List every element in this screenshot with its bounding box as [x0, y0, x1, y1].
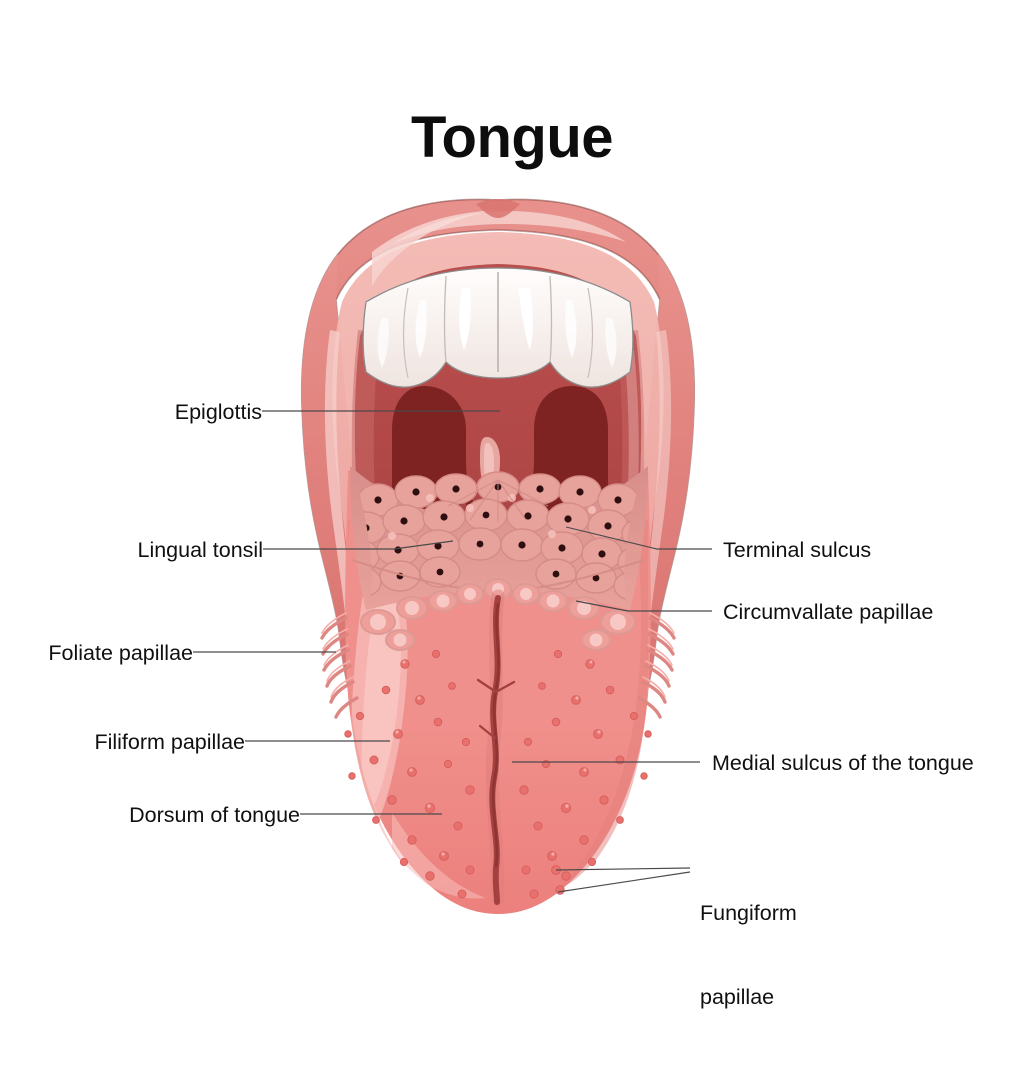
tongue-shade-right: [556, 520, 648, 890]
foliate-papillae-left: [320, 616, 359, 719]
tooth-gloss-4: [565, 300, 577, 358]
page-title: Tongue: [410, 105, 614, 170]
leader-terminal-sulcus: [565, 526, 712, 550]
foliate-papillae-right: [637, 616, 676, 719]
median-sulcus-core: [491, 602, 500, 868]
label-fungiform-line2: papillae: [700, 985, 775, 1009]
leader-lingual-tonsil: [263, 540, 454, 550]
tonsil-lobules: [352, 471, 644, 601]
median-sulcus-branch-2: [478, 724, 497, 740]
tongue-illustration: [193, 198, 712, 914]
tooth-divider-l1: [443, 275, 447, 363]
lip-highlight-left: [324, 330, 356, 640]
tooth-gloss-1: [459, 288, 471, 350]
median-sulcus-branch-1: [476, 678, 516, 694]
foliate-papillae-left-shade: [321, 612, 354, 698]
tooth-gloss-2: [518, 288, 533, 350]
median-sulcus-group: [476, 589, 516, 907]
tooth-gloss-6: [605, 318, 617, 368]
lip-highlight-top-2: [392, 211, 626, 244]
tooth-gloss-5: [377, 318, 389, 368]
label-circumvallate-papillae: Circumvallate papillae: [723, 600, 934, 624]
label-fungiform-line1: Fungiform: [700, 901, 797, 925]
lingual-tonsil-group: [350, 466, 648, 610]
leader-fungiform-a: [555, 867, 691, 871]
leader-lines: [193, 410, 712, 893]
tongue-group: [320, 466, 676, 914]
lip-cupids-bow: [476, 199, 520, 218]
label-terminal-sulcus: Terminal sulcus: [723, 538, 872, 562]
upper-teeth-group: [362, 267, 634, 388]
tooth-divider-r2: [587, 287, 594, 379]
label-dorsum-of-tongue: Dorsum of tongue: [129, 803, 300, 827]
label-filiform-papillae: Filiform papillae: [94, 730, 245, 754]
leader-circumvallate: [575, 600, 712, 612]
tongue-tip-sheen: [392, 812, 486, 899]
leader-fungiform-b: [557, 871, 691, 893]
circumvallate-papillae-group: [360, 578, 636, 651]
label-medial-sulcus: Medial sulcus of the tongue: [712, 751, 974, 775]
label-epiglottis: Epiglottis: [174, 400, 262, 424]
tooth-gloss-3: [415, 300, 427, 358]
label-fungiform-papillae: Fungiform papillae: [700, 843, 797, 1067]
tooth-divider-r1: [549, 275, 553, 363]
tooth-divider-l2: [402, 287, 409, 379]
label-lingual-tonsil: Lingual tonsil: [137, 538, 263, 562]
fungiform-papillae-group: [344, 649, 652, 899]
foliate-papillae-right-shade: [642, 612, 675, 698]
diagram-canvas: Tongue: [48, 105, 974, 1009]
label-foliate-papillae: Foliate papillae: [48, 641, 193, 665]
lip-highlight-right: [640, 330, 672, 640]
